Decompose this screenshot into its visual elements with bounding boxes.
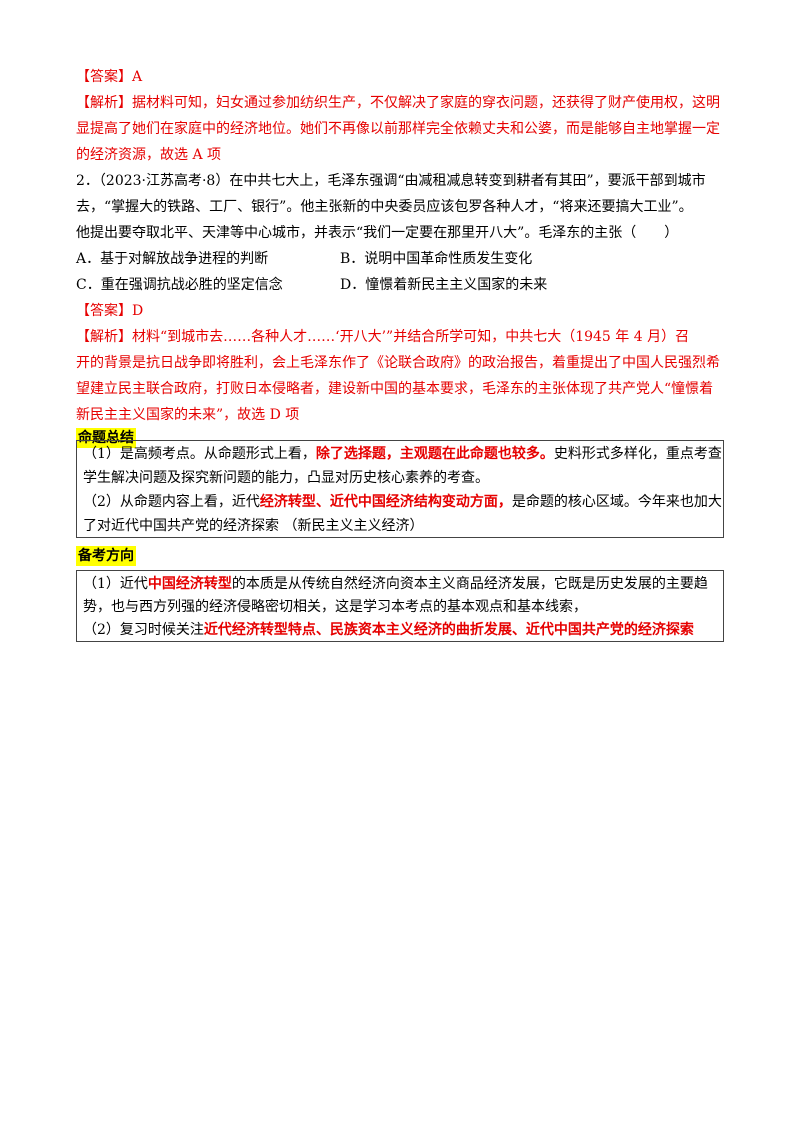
direction-box: （1）近代中国经济转型的本质是从传统自然经济向资本主义商品经济发展，它既是历史发… (76, 570, 724, 642)
q1-analysis-line: 的经济资源，故选 A 项 (76, 147, 222, 163)
direction-highlight: 近代经济转型特点、民族资本主义经济的曲折发展、近代中国共产党的经济探索 (203, 622, 694, 638)
q2-analysis-line: 望建立民主联合政府，打败日本侵略者，建设新中国的基本要求，毛泽东的主张体现了共产… (76, 381, 714, 397)
q2-analysis-line: 【解析】材料“到城市去……各种人才……‘开八大’”并结合所学可知，中共七大（19… (76, 329, 690, 345)
direction-line: （1）近代中国经济转型的本质是从传统自然经济向资本主义商品经济发展，它既是历史发… (83, 571, 723, 597)
summary-text: （1）是高频考点。从命题形式上看， (83, 446, 316, 462)
q2-option-c: C．重在强调抗战必胜的坚定信念 (76, 277, 283, 293)
summary-highlight: 除了选择题，主观题在此命题也较多。 (315, 446, 554, 462)
summary-text: （2）从命题内容上看，近代 (83, 494, 260, 510)
q2-option-a: A．基于对解放战争进程的判断 (76, 251, 269, 267)
q2-option-b: B．说明中国革命性质发生变化 (340, 251, 533, 267)
direction-line: （2）复习时候关注近代经济转型特点、民族资本主义经济的曲折发展、近代中国共产党的… (83, 617, 723, 643)
direction-text: （2）复习时候关注 (83, 622, 204, 638)
summary-heading: 命题总结 (76, 428, 136, 448)
summary-text: 是命题的核心区域。今年来也加大 (511, 494, 722, 510)
direction-line: 势，也与西方列强的经济侵略密切相关，这是学习本考点的基本观点和基本线索， (83, 599, 587, 615)
summary-text: 史料形式多样化，重点考查 (553, 446, 722, 462)
summary-box: （1）是高频考点。从命题形式上看，除了选择题，主观题在此命题也较多。史料形式多样… (76, 440, 724, 538)
q2-analysis-line: 开的背景是抗日战争即将胜利，会上毛泽东作了《论联合政府》的政治报告，着重提出了中… (76, 355, 720, 371)
q2-stem-line: 去，“掌握大的铁路、工厂、银行”。他主张新的中央委员应该包罗各种人才，“将来还要… (76, 199, 693, 215)
q2-analysis-line: 新民主主义国家的未来”，故选 D 项 (76, 407, 300, 423)
summary-line: 学生解决问题及探究新问题的能力，凸显对历史核心素养的考查。 (83, 470, 489, 486)
q2-stem-line: 2．（2023·江苏高考·8）在中共七大上，毛泽东强调“由减租减息转变到耕者有其… (76, 173, 706, 189)
summary-highlight: 经济转型、近代中国经济结构变动方面， (259, 494, 512, 510)
summary-line: （1）是高频考点。从命题形式上看，除了选择题，主观题在此命题也较多。史料形式多样… (83, 441, 723, 467)
direction-text: 的本质是从传统自然经济向资本主义商品经济发展，它既是历史发展的主要趋 (231, 576, 708, 592)
q2-stem-line: 他提出要夺取北平、天津等中心城市，并表示“我们一定要在那里开八大”。毛泽东的主张… (76, 225, 679, 241)
q2-answer: 【答案】D (76, 303, 144, 319)
q2-option-d: D．憧憬着新民主主义国家的未来 (340, 277, 548, 293)
direction-highlight: 中国经济转型 (147, 576, 232, 592)
q1-analysis-line: 【解析】据材料可知，妇女通过参加纺织生产，不仅解决了家庭的穿衣问题，还获得了财产… (76, 95, 720, 111)
q1-analysis-line: 显提高了她们在家庭中的经济地位。她们不再像以前那样完全依赖丈夫和公婆，而是能够自… (76, 121, 720, 137)
summary-line: （2）从命题内容上看，近代经济转型、近代中国经济结构变动方面，是命题的核心区域。… (83, 489, 723, 515)
direction-text: （1）近代 (83, 576, 148, 592)
summary-line: 了对近代中国共产党的经济探索 （新民主义主义经济） (83, 518, 424, 534)
direction-heading: 备考方向 (76, 546, 136, 566)
q1-answer: 【答案】A (76, 69, 143, 85)
